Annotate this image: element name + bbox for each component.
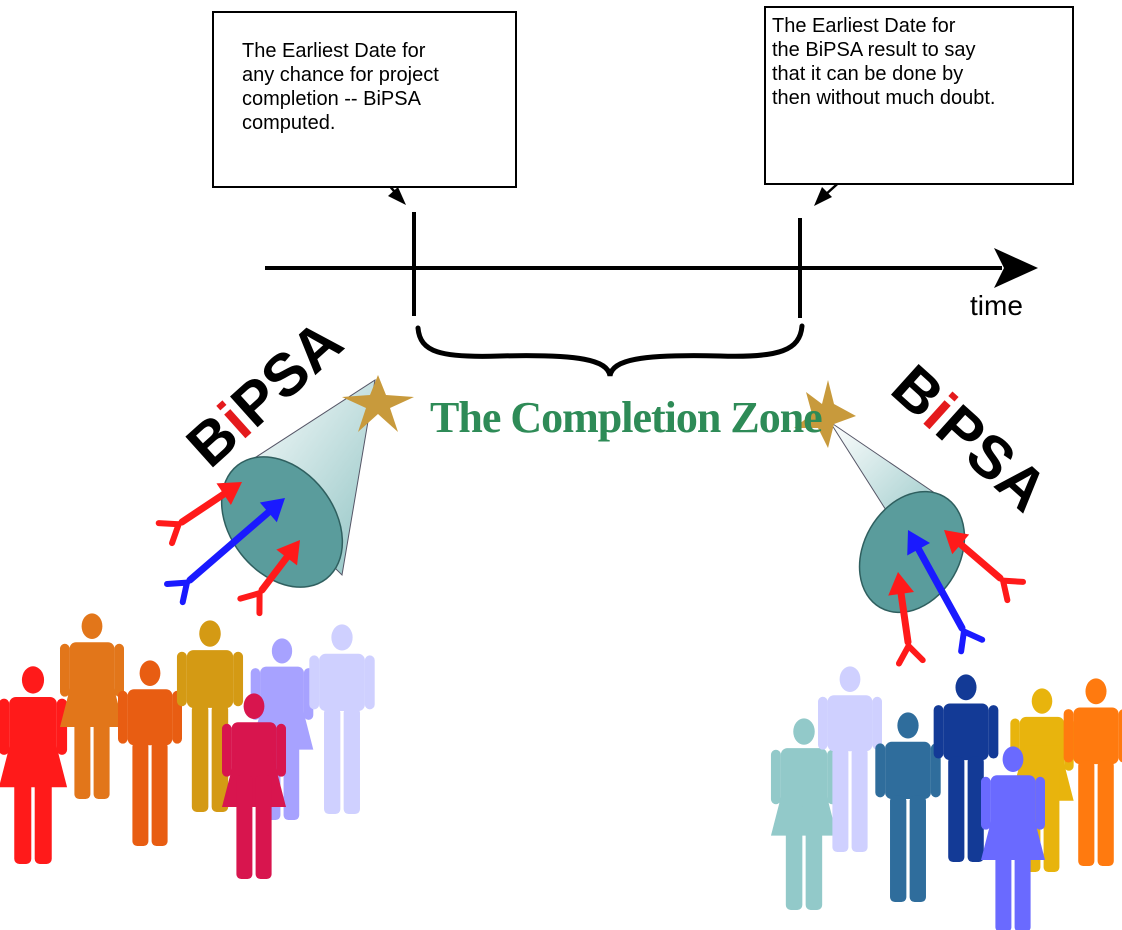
antibody-icon	[164, 498, 285, 606]
star-icon	[342, 375, 414, 432]
star-icon	[794, 380, 856, 448]
time-axis-label: time	[970, 290, 1023, 321]
person-icon	[309, 624, 375, 814]
person-icon	[60, 613, 124, 799]
spotlight-lens-left	[220, 456, 344, 588]
person-icon	[770, 718, 838, 910]
person-icon	[118, 660, 182, 846]
person-icon	[0, 666, 68, 864]
person-icon	[1063, 678, 1122, 866]
callout-earliest-date: The Earliest Date for any chance for pro…	[212, 11, 517, 188]
crowd-left	[0, 613, 375, 879]
antibody-icons-right	[888, 530, 1026, 667]
time-axis	[265, 212, 1038, 318]
right-bipsa-spotlight: BiPSA	[794, 352, 1060, 667]
person-icon	[981, 746, 1045, 930]
left-bipsa-spotlight: BiPSA	[155, 307, 414, 617]
antibody-icon	[155, 482, 242, 547]
antibody-icon	[944, 530, 1026, 604]
completion-zone-label: The Completion Zone	[430, 393, 823, 442]
person-icon	[818, 666, 882, 852]
antibody-icon	[237, 540, 300, 617]
person-icon	[875, 712, 941, 902]
callout-confident-date: The Earliest Date for the BiPSA result t…	[764, 6, 1074, 185]
crowd-right	[770, 666, 1122, 930]
antibody-icons-left	[155, 482, 300, 617]
person-icon	[933, 674, 999, 862]
completion-zone-brace	[415, 323, 805, 377]
antibody-icon	[907, 530, 986, 655]
person-icon	[222, 693, 286, 879]
antibody-icon	[888, 572, 926, 667]
